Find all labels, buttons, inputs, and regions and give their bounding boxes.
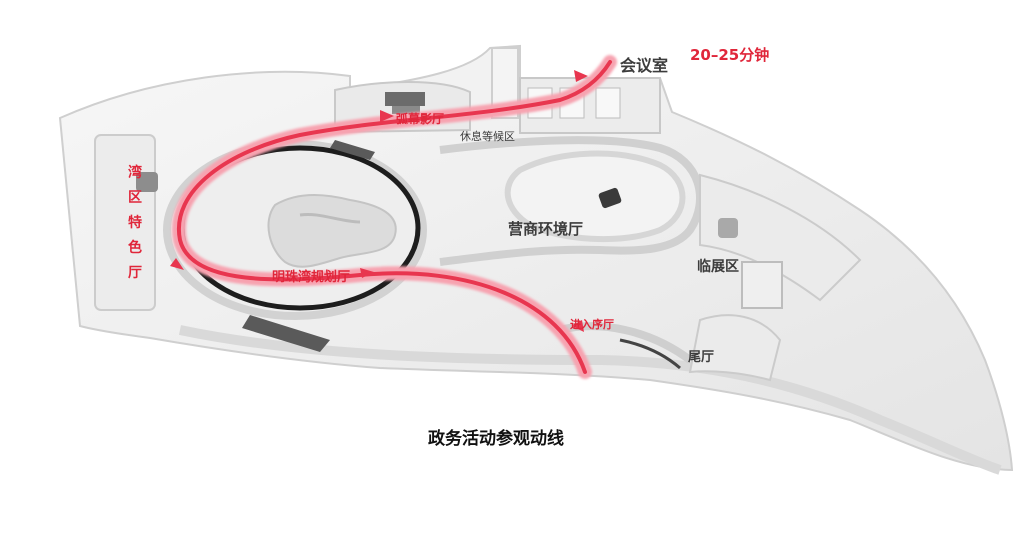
bay-area-char-3: 特 bbox=[128, 215, 142, 231]
business-hall-inner-oval bbox=[504, 150, 686, 243]
temporary-exhibit-object bbox=[718, 218, 738, 238]
route-arrow-planning bbox=[360, 268, 374, 278]
lower-curved-wall bbox=[178, 325, 1002, 475]
epilogue-hall-label: 尾厅 bbox=[688, 350, 715, 365]
duration-label: 20–25分钟 bbox=[690, 46, 770, 64]
prologue-dark-wall bbox=[619, 338, 681, 370]
route-arrow-left bbox=[170, 258, 184, 270]
business-hall-wall bbox=[439, 136, 704, 266]
meeting-room-label: 会议室 bbox=[620, 56, 669, 75]
route-arrow-prologue bbox=[572, 320, 584, 332]
route-arrow-cinema bbox=[380, 110, 394, 122]
meeting-room-cell-3 bbox=[595, 87, 621, 119]
arc-cinema-label: 弧幕影厅 bbox=[396, 112, 445, 126]
city-model-water bbox=[299, 212, 361, 224]
bay-area-model bbox=[136, 172, 158, 192]
exhibit-kiosk bbox=[598, 187, 622, 209]
route-arrow-meeting bbox=[574, 70, 588, 82]
temporary-exhibit-label: 临展区 bbox=[697, 259, 739, 275]
city-model bbox=[267, 194, 397, 268]
rest-area-label: 休息等候区 bbox=[460, 130, 515, 143]
bay-area-char-1: 湾 bbox=[128, 165, 142, 181]
bay-area-label: 湾 区 特 色 厅 bbox=[128, 164, 142, 282]
visitor-route bbox=[176, 60, 612, 374]
epilogue-room bbox=[688, 314, 782, 382]
bay-area-char-5: 厅 bbox=[128, 265, 142, 281]
pearl-bay-hall-label: 明珠湾规划厅 bbox=[272, 270, 351, 285]
cinema-seats bbox=[385, 92, 425, 106]
business-hall-label: 营商环境厅 bbox=[508, 220, 584, 238]
service-block bbox=[741, 261, 783, 309]
cinema-seats-2 bbox=[392, 106, 420, 114]
diagram-caption: 政务活动参观动线 bbox=[428, 429, 564, 449]
bay-area-gallery bbox=[94, 134, 156, 311]
prologue-hall-wall bbox=[559, 322, 693, 364]
stairs-lower bbox=[242, 315, 330, 352]
temporary-exhibit-room bbox=[699, 173, 862, 302]
bay-area-char-4: 色 bbox=[128, 240, 142, 256]
bay-area-char-2: 区 bbox=[128, 190, 142, 206]
prologue-hall-label: 进入序厅 bbox=[570, 318, 614, 331]
stairs-upper bbox=[330, 140, 375, 160]
